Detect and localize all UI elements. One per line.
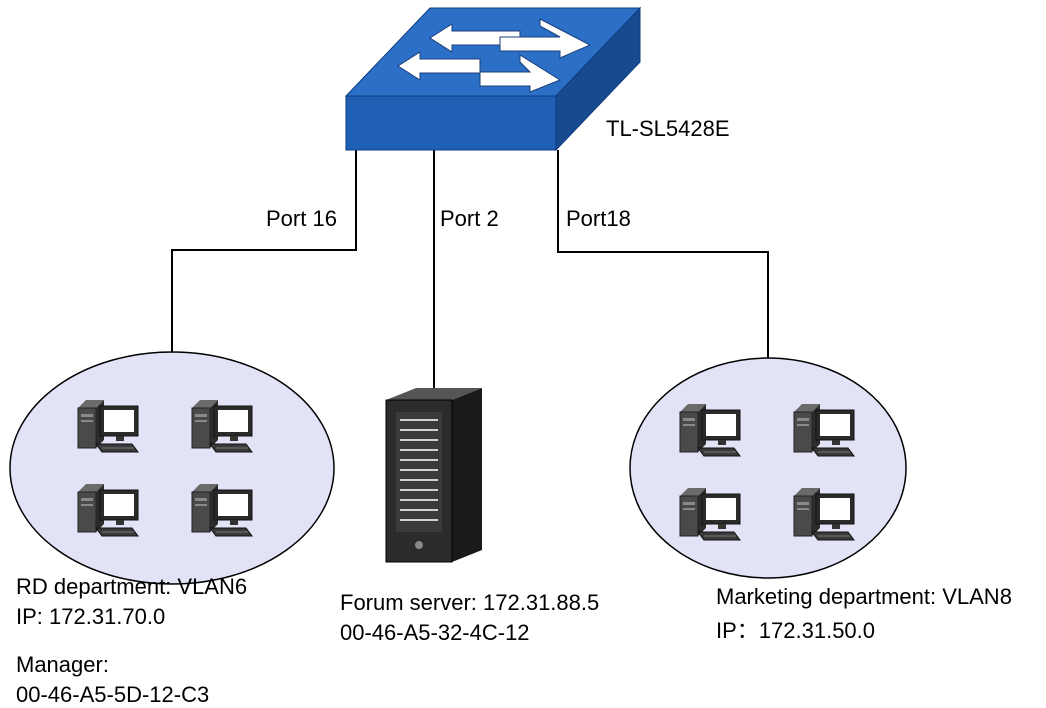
forum-server-mac-label: 00-46-A5-32-4C-12 (340, 620, 530, 645)
wire-port18 (557, 150, 769, 360)
wire-port16 (171, 150, 357, 360)
manager-label: Manager: (16, 652, 109, 677)
desktop-computer-icon (793, 487, 855, 541)
switch-model-label: TL-SL5428E (606, 116, 730, 141)
port-16-label: Port 16 (266, 206, 337, 231)
rd-ip-label: IP: 172.31.70.0 (16, 604, 166, 629)
desktop-computer-icon (77, 483, 139, 537)
marketing-department-label: Marketing department: VLAN8 (716, 584, 1012, 609)
rd-department-group (9, 351, 335, 585)
manager-mac-label: 00-46-A5-5D-12-C3 (16, 682, 210, 707)
desktop-computer-icon (77, 399, 139, 453)
desktop-computer-icon (191, 399, 253, 453)
desktop-computer-icon (191, 483, 253, 537)
connection-wires (171, 150, 769, 395)
desktop-computer-icon (679, 487, 741, 541)
server-tower-icon (385, 388, 482, 563)
switch-icon (344, 6, 642, 152)
port-2-label: Port 2 (440, 206, 499, 231)
desktop-computer-icon (679, 403, 741, 457)
marketing-department-group (629, 357, 907, 579)
rd-department-label: RD department: VLAN6 (16, 574, 248, 599)
desktop-computer-icon (793, 403, 855, 457)
forum-server-label: Forum server: 172.31.88.5 (340, 590, 600, 615)
marketing-ip-label: IP：172.31.50.0 (716, 618, 876, 643)
port-18-label: Port18 (566, 206, 631, 231)
